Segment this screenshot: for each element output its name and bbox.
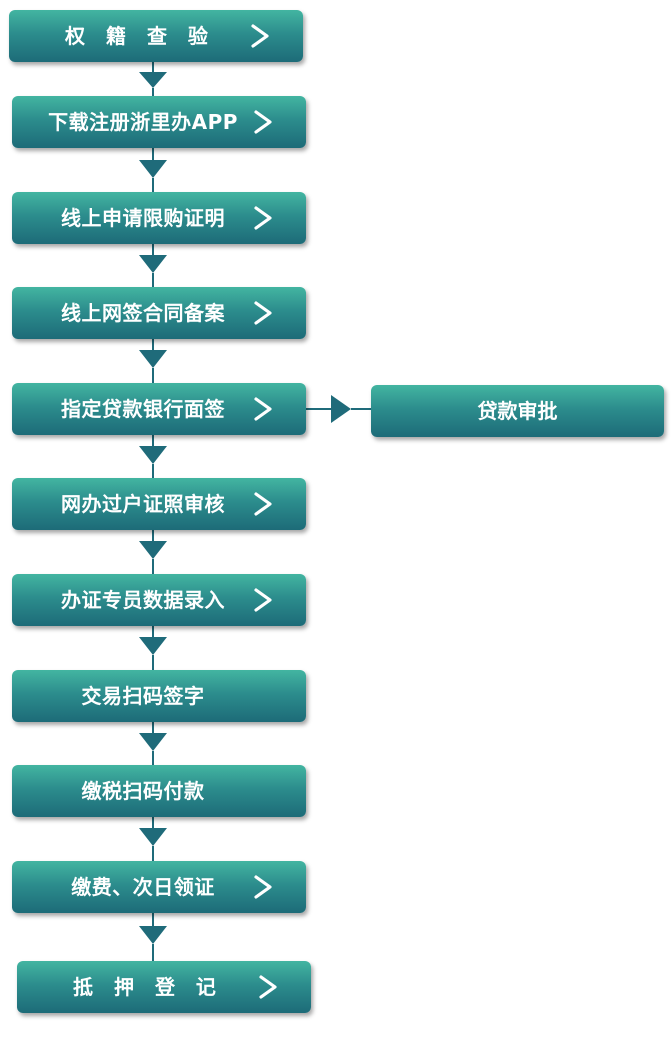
connector-3: [139, 244, 167, 287]
step-label: 交易扫码签字: [81, 684, 205, 708]
arrow-right-icon: [331, 395, 351, 423]
step-label: 下载注册浙里办APP: [48, 110, 238, 134]
chevron-right-icon: [254, 301, 272, 325]
step-property-check[interactable]: 权 籍 查 验: [9, 10, 303, 62]
step-bank-interview[interactable]: 指定贷款银行面签: [12, 383, 306, 435]
step-label: 权 籍 查 验: [65, 24, 215, 48]
step-label: 缴费、次日领证: [71, 875, 215, 899]
arrow-down-icon: [139, 926, 167, 944]
connector-side: [306, 395, 371, 423]
step-mortgage-registration[interactable]: 抵 押 登 记: [17, 961, 311, 1013]
connector-8: [139, 722, 167, 765]
chevron-right-icon: [254, 397, 272, 421]
step-label: 指定贷款银行面签: [61, 397, 225, 421]
connector-10: [139, 913, 167, 961]
connector-4: [139, 339, 167, 383]
arrow-down-icon: [139, 255, 167, 273]
arrow-down-icon: [139, 541, 167, 559]
arrow-down-icon: [139, 637, 167, 655]
connector-2: [139, 148, 167, 192]
connector-6: [139, 530, 167, 574]
arrow-down-icon: [139, 160, 167, 178]
arrow-down-icon: [139, 72, 167, 88]
step-label: 抵 押 登 记: [73, 975, 223, 999]
chevron-right-icon: [254, 875, 272, 899]
step-fee-certificate[interactable]: 缴费、次日领证: [12, 861, 306, 913]
step-download-app[interactable]: 下载注册浙里办APP: [12, 96, 306, 148]
step-label: 缴税扫码付款: [81, 779, 205, 803]
chevron-right-icon: [254, 492, 272, 516]
arrow-down-icon: [139, 733, 167, 751]
step-data-entry[interactable]: 办证专员数据录入: [12, 574, 306, 626]
step-label: 办证专员数据录入: [61, 588, 225, 612]
step-label: 线上申请限购证明: [61, 206, 225, 230]
connector-9: [139, 817, 167, 861]
arrow-down-icon: [139, 828, 167, 846]
connector-1: [139, 62, 167, 96]
step-scan-sign[interactable]: 交易扫码签字: [12, 670, 306, 722]
chevron-right-icon: [251, 24, 269, 48]
side-step-label: 贷款审批: [477, 399, 558, 423]
step-purchase-limit-proof[interactable]: 线上申请限购证明: [12, 192, 306, 244]
arrow-down-icon: [139, 446, 167, 464]
step-online-contract[interactable]: 线上网签合同备案: [12, 287, 306, 339]
chevron-right-icon: [254, 588, 272, 612]
side-step-loan-approval[interactable]: 贷款审批: [371, 385, 664, 437]
step-tax-payment[interactable]: 缴税扫码付款: [12, 765, 306, 817]
chevron-right-icon: [254, 110, 272, 134]
arrow-down-icon: [139, 350, 167, 368]
step-transfer-review[interactable]: 网办过户证照审核: [12, 478, 306, 530]
connector-7: [139, 626, 167, 670]
chevron-right-icon: [254, 206, 272, 230]
chevron-right-icon: [259, 975, 277, 999]
step-label: 线上网签合同备案: [61, 301, 225, 325]
step-label: 网办过户证照审核: [61, 492, 225, 516]
connector-5: [139, 435, 167, 478]
